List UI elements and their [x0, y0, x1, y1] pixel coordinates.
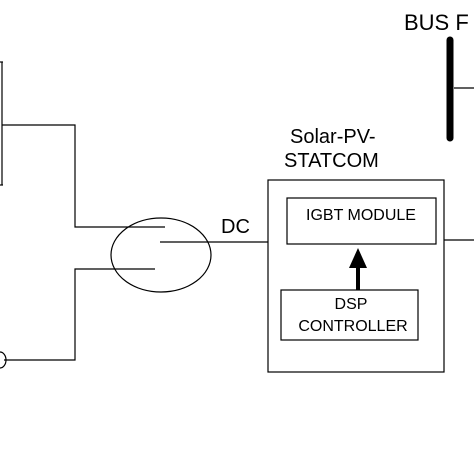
dsp-label-line1: DSP: [335, 296, 368, 313]
bus-label: BUS F: [404, 10, 469, 35]
dc-label: DC: [221, 216, 250, 238]
igbt-module-box: [286, 197, 437, 245]
dc-combiner-ellipse: [110, 217, 212, 293]
upper-input-wire: [2, 124, 165, 228]
control-arrow-head: [349, 248, 367, 268]
dsp-controller-box: [280, 289, 419, 341]
dsp-label-line2: CONTROLLER: [298, 318, 407, 335]
lower-input-wire: [4, 268, 155, 361]
statcom-label-line2: STATCOM: [284, 150, 379, 172]
igbt-module-label: IGBT MODULE: [306, 207, 416, 224]
statcom-label-line1: Solar-PV-: [290, 126, 376, 148]
